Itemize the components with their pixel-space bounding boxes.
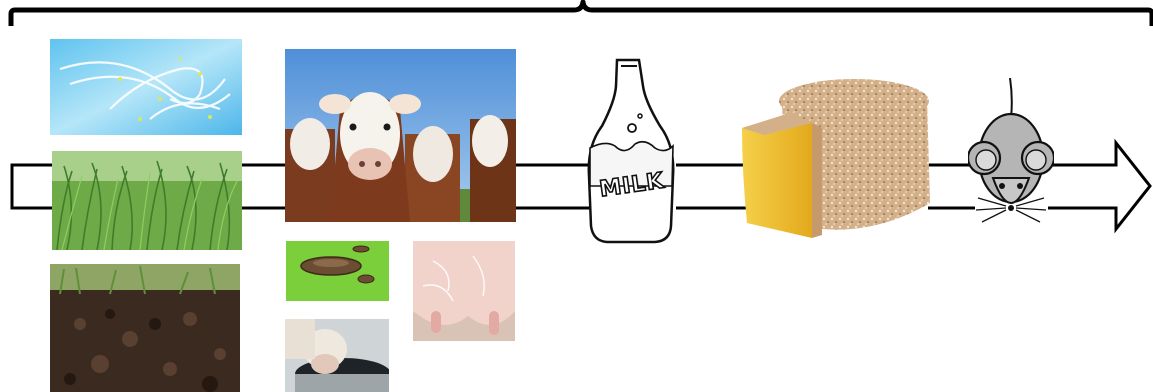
cows-photo-icon xyxy=(285,49,516,222)
soil-icon xyxy=(50,264,240,392)
air-wind-icon xyxy=(50,39,242,135)
mouse-icon xyxy=(968,78,1054,226)
milk-bottle-icon: MILK xyxy=(585,56,678,246)
manure-icon xyxy=(286,241,389,301)
udder-icon xyxy=(413,241,515,341)
cheese-wheel-icon xyxy=(742,73,932,243)
top-bracket xyxy=(11,2,1152,26)
grass-icon xyxy=(52,151,242,250)
drinking-water-icon xyxy=(285,319,389,392)
